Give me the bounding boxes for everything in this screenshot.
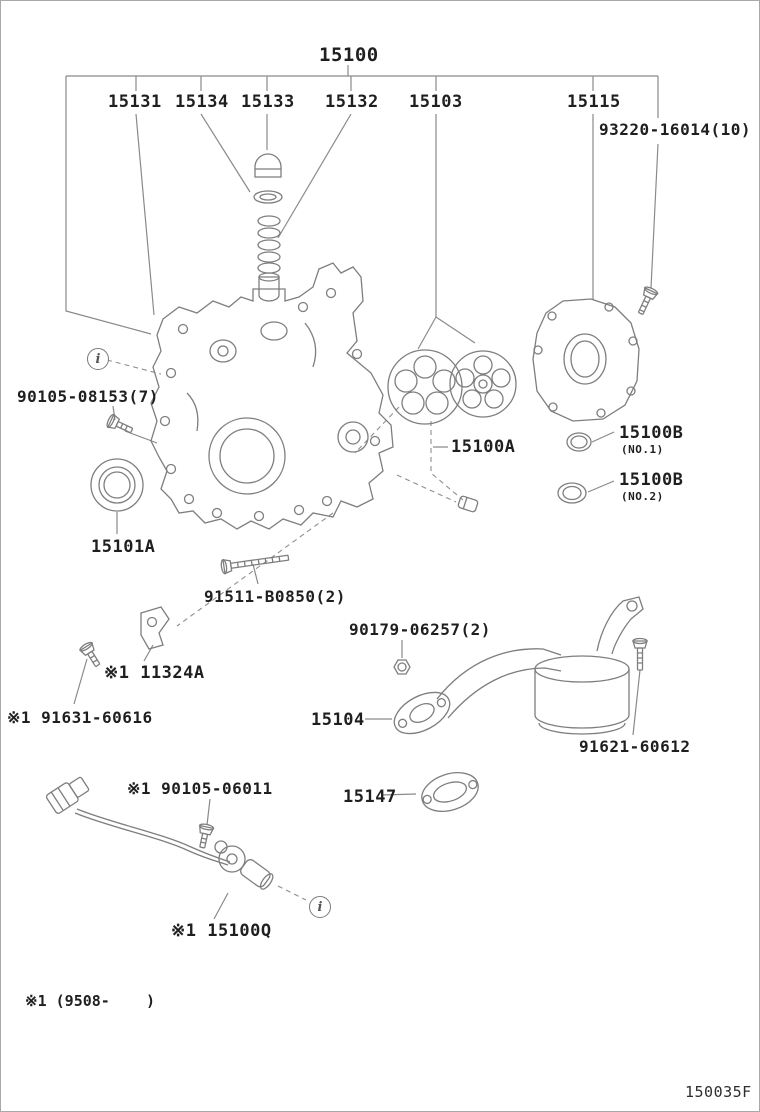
part-label-15100A: 15100A: [451, 437, 516, 457]
relief-valve-parts-drawing: [253, 153, 283, 302]
footnote-applicability: ※1 (9508- ): [25, 992, 155, 1010]
oil-pump-body-plate-drawing: [532, 298, 640, 422]
part-label-15101A: 15101A: [91, 537, 156, 557]
part-label-91621-60612: 91621-60612: [579, 737, 691, 756]
part-label-15104: 15104: [311, 710, 365, 730]
leader-lines: [65, 65, 659, 920]
part-label-15134: 15134: [175, 92, 229, 112]
part-label-15133: 15133: [241, 92, 295, 112]
part-sublabel-no2: (NO.2): [621, 490, 664, 503]
oring-no2-drawing: [557, 482, 587, 504]
part-label-91511-B0850: 91511-B0850(2): [204, 587, 346, 606]
circled-ref-icon: i: [87, 348, 109, 370]
bolt-90105-06011-drawing: [199, 823, 215, 849]
part-label-15147: 15147: [343, 787, 397, 807]
part-label-93220-16014: 93220-16014(10): [599, 120, 751, 139]
alignment-dashed-lines: [106, 359, 464, 901]
front-oil-seal-drawing: [90, 458, 144, 512]
part-label-90105-06011: ※1 90105-06011: [127, 779, 273, 798]
nut-90179-drawing: [393, 659, 411, 675]
bolt-90105-08153-drawing: [106, 413, 134, 434]
oil-strainer-drawing: [393, 596, 644, 735]
circled-ref-icon: i: [309, 896, 331, 918]
gasket-15147-drawing: [421, 772, 479, 812]
part-label-15100B-no1: 15100B: [619, 423, 684, 443]
bolt-91621-drawing: [632, 637, 648, 671]
part-label-11324A: ※1 11324A: [104, 663, 205, 683]
pump-pin-drawing: [457, 495, 479, 513]
part-label-15100Q: ※1 15100Q: [171, 921, 272, 941]
bracket-11324A-drawing: [140, 606, 170, 650]
diagram-code: 150035F: [685, 1083, 752, 1101]
part-label-15103: 15103: [409, 92, 463, 112]
part-sublabel-no1: (NO.1): [621, 443, 664, 456]
oring-no1-drawing: [566, 432, 592, 452]
bolt-91511-drawing: [220, 554, 290, 575]
timing-cover-drawing: [150, 262, 394, 530]
bolt-93220-drawing: [638, 286, 659, 315]
crank-sensor-drawing: [45, 776, 274, 890]
part-label-15115: 15115: [567, 92, 621, 112]
part-label-15100B-no2: 15100B: [619, 470, 684, 490]
oil-pump-rotor-set-drawing: [387, 349, 517, 425]
part-label-15132: 15132: [325, 92, 379, 112]
part-label-15131: 15131: [108, 92, 162, 112]
bolt-91631-drawing: [79, 641, 101, 667]
part-label-91631-60616: ※1 91631-60616: [7, 708, 153, 727]
part-label-90179-06257: 90179-06257(2): [349, 620, 491, 639]
part-label-90105-08153: 90105-08153(7): [17, 387, 159, 406]
part-label-15100: 15100: [319, 44, 379, 66]
